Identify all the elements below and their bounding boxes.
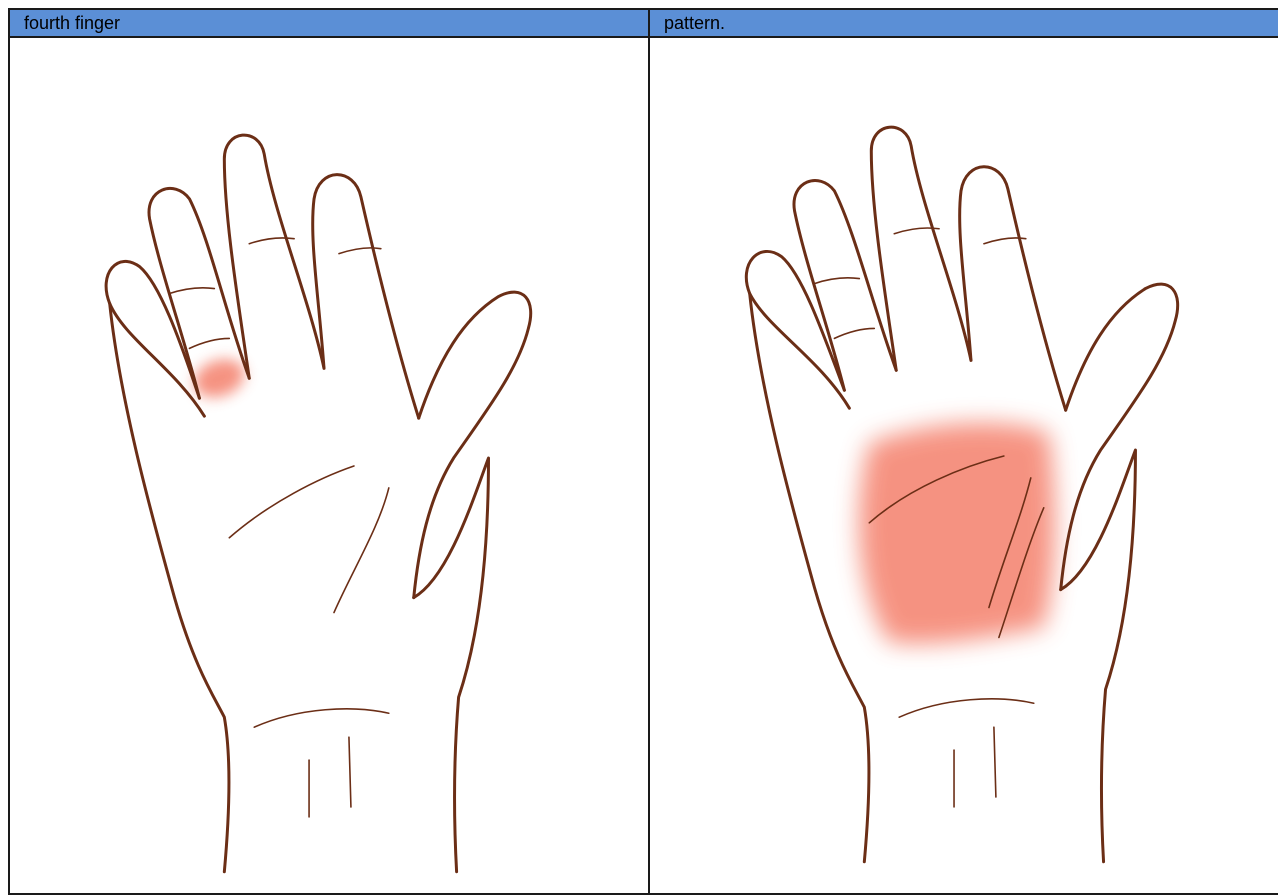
- hand-illustration-pattern: [650, 38, 1278, 893]
- image-cell-left: [9, 37, 649, 894]
- content-table: fourth finger pattern.: [8, 8, 1278, 895]
- hand-illustration-fourth-finger: [10, 38, 648, 893]
- header-cell-left: fourth finger: [9, 9, 649, 37]
- image-cell-right: [649, 37, 1278, 894]
- header-cell-right: pattern.: [649, 9, 1278, 37]
- pain-highlight-palm: [859, 423, 1055, 644]
- hand-outline: [106, 135, 531, 872]
- image-row: [9, 37, 1278, 894]
- header-row: fourth finger pattern.: [9, 9, 1278, 37]
